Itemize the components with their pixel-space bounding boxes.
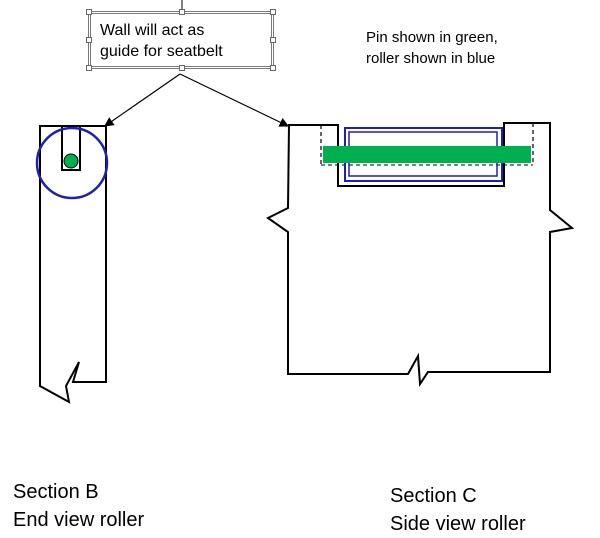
section-c-caption: Section C Side view roller: [390, 482, 526, 538]
legend-line-1: Pin shown in green,: [366, 29, 498, 46]
callout-handle-tr: [270, 9, 276, 15]
callout-line-2: guide for seatbelt: [100, 43, 223, 60]
callout-line-1: Wall will act as: [100, 22, 205, 39]
callout-handle-ml: [86, 37, 92, 43]
section-b-roller: [35, 126, 109, 200]
arrow-to-section-c: [179, 73, 290, 127]
callout-text: Wall will act as guide for seatbelt: [91, 20, 271, 62]
callout-handle-mr: [270, 37, 276, 43]
section-b-caption: Section B End view roller: [13, 478, 144, 534]
section-b-outline: [39, 125, 107, 404]
legend-line-2: roller shown in blue: [366, 50, 496, 67]
section-c-subtitle: Side view roller: [390, 513, 526, 535]
section-c-pin: [323, 146, 531, 163]
section-b-pin: [63, 153, 79, 169]
callout-handle-bm: [179, 65, 185, 71]
callout-handle-br: [270, 65, 276, 71]
callout-handle-tl: [86, 9, 92, 15]
section-b-title: Section B: [13, 481, 99, 503]
section-b-slot: [61, 126, 81, 171]
callout-handle-tm: [179, 9, 185, 15]
callout-box: Wall will act as guide for seatbelt: [86, 9, 276, 71]
section-c-title: Section C: [390, 485, 477, 507]
section-c-outline: [266, 122, 575, 387]
arrow-to-section-b: [104, 73, 181, 127]
section-b-subtitle: End view roller: [13, 509, 145, 531]
callout-handle-bl: [86, 65, 92, 71]
legend-note: Pin shown in green, roller shown in blue: [366, 27, 498, 69]
